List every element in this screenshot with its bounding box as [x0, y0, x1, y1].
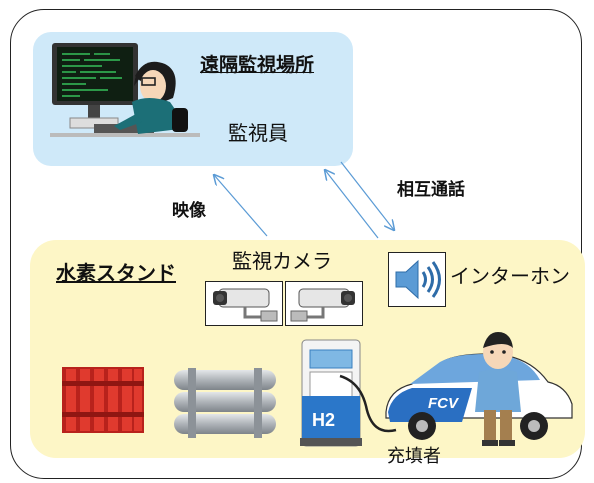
- mutual-call-label: 相互通話: [397, 180, 465, 200]
- speaker-icon: [388, 252, 446, 307]
- storage-tank-icon: [174, 368, 276, 438]
- filler-label: 充填者: [387, 446, 441, 467]
- video-arrow: [214, 175, 268, 237]
- operator-at-computer-illustration: [50, 43, 200, 137]
- talk-arrow-up: [325, 170, 379, 239]
- camera-icon: [205, 281, 283, 326]
- camera-icon: [285, 281, 363, 326]
- camera-label: 監視カメラ: [232, 249, 332, 273]
- filler-person-illustration: [475, 332, 521, 446]
- red-cylinder-bundle-icon: [62, 367, 144, 433]
- station-title: 水素スタンド: [56, 261, 176, 285]
- remote-site-title: 遠隔監視場所: [200, 54, 315, 76]
- hydrogen-dispenser-icon: H2: [300, 339, 397, 447]
- car-badge: FCV: [428, 395, 460, 412]
- talk-arrow-down: [340, 161, 394, 230]
- intercom-label: インターホン: [450, 264, 570, 288]
- operator-label: 監視員: [228, 121, 288, 145]
- video-label: 映像: [172, 201, 206, 221]
- dispenser-badge: H2: [312, 410, 335, 430]
